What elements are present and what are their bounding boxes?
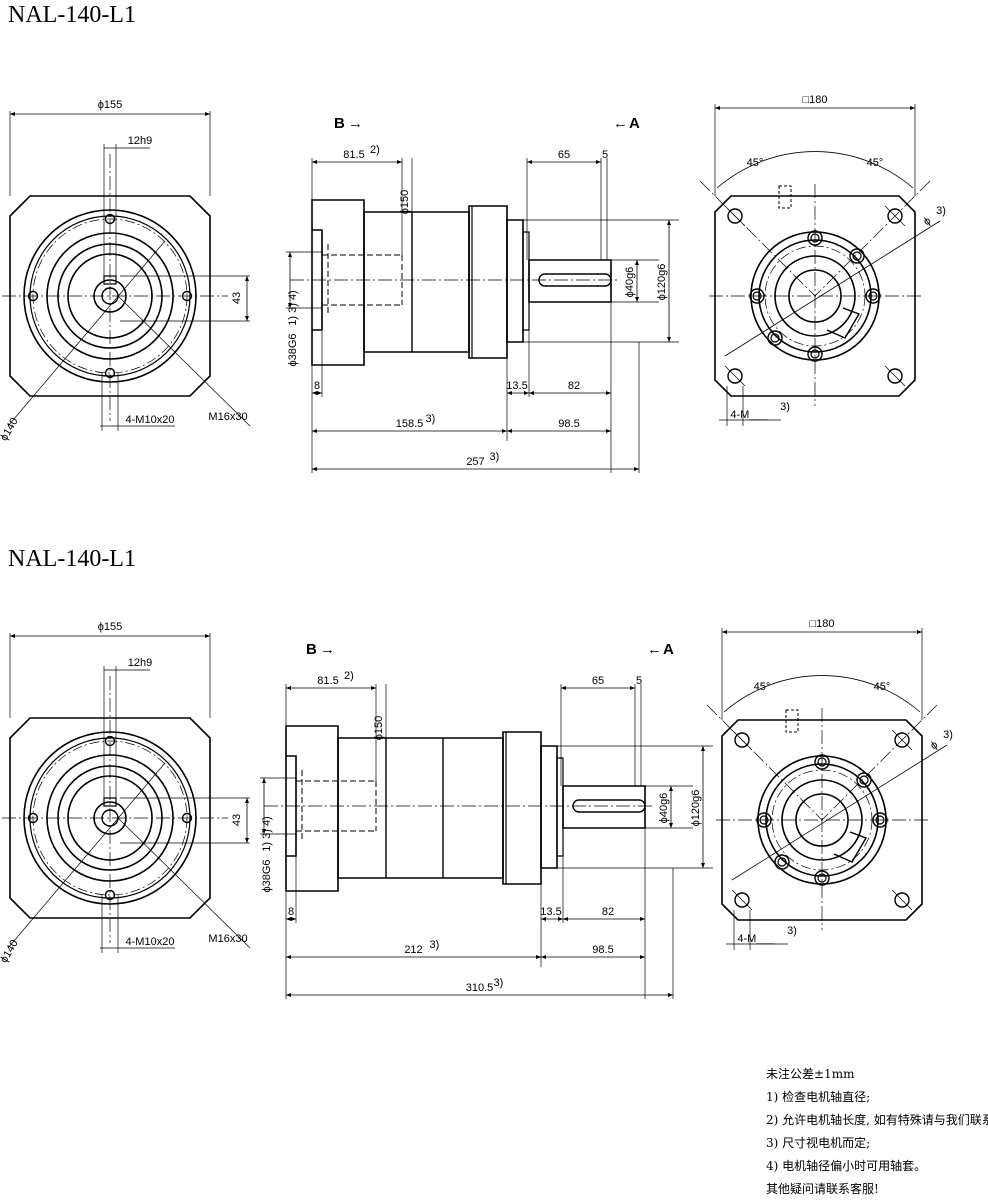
dimension-label: 4-M___ <box>737 933 775 945</box>
dimension-label: ϕ40g6 <box>624 267 636 298</box>
dimension-label: 2) <box>344 670 354 682</box>
note-line: 未注公差±1mm <box>766 1066 855 1081</box>
dimension-label: M16x30 <box>208 411 247 423</box>
dimension-label: 98.5 <box>592 944 613 956</box>
dimension-label: ← <box>647 641 662 658</box>
dimension-label: 5 <box>636 675 642 687</box>
dimension-label: 4-M___ <box>730 409 768 421</box>
dimension-label: 12h9 <box>128 657 152 669</box>
dimension-label: 8 <box>314 380 320 392</box>
dimension-label: → <box>320 641 335 658</box>
dimension-label: 3) <box>490 451 500 463</box>
dimension-label: 65 <box>592 675 604 687</box>
dimension-label: 3) <box>494 977 504 989</box>
dimension-label: 4-M10x20 <box>126 936 175 948</box>
dimension-label: B <box>334 115 345 132</box>
dimension-label: 158.5 <box>396 418 424 430</box>
dimension-label: ϕ38G6 <box>287 333 299 366</box>
rear-flange-outline <box>722 720 922 920</box>
dimension-label: ϕ155 <box>98 621 123 633</box>
dimension-label: M16x30 <box>208 933 247 945</box>
dimension-label: 43 <box>231 814 243 826</box>
dimension-label: 45° <box>754 681 771 693</box>
dimension-label: 5 <box>602 149 608 161</box>
dimension-label: → <box>348 115 363 132</box>
dimension-label: 98.5 <box>558 418 579 430</box>
dimension-label: 257 <box>466 456 484 468</box>
dimension-label: 3) <box>943 729 953 741</box>
dimension-label: ϕ38G6 <box>261 859 273 892</box>
rear-flange-outline <box>715 196 915 396</box>
dimension-label: ϕ120g6 <box>656 264 668 301</box>
dimension-label: 3) <box>936 205 946 217</box>
dimension-label: □180 <box>810 618 835 630</box>
dimension-label: 81.5 <box>343 149 364 161</box>
dimension-label: 43 <box>231 292 243 304</box>
note-line: 4) 电机轴径偏小时可用轴套。 <box>766 1158 926 1173</box>
dimension-label: 45° <box>874 681 891 693</box>
dimension-label: 3) <box>426 413 436 425</box>
dimension-label: 3) <box>780 401 790 413</box>
dimension-label: 13.5 <box>506 380 527 392</box>
dimension-label: 13.5 <box>540 906 561 918</box>
dimension-label: 82 <box>568 380 580 392</box>
dimension-label: 2) <box>370 144 380 156</box>
notes-block: 未注公差±1mm 1) 检查电机轴直径; 2) 允许电机轴长度, 如有特殊请与我们联… <box>766 1066 988 1196</box>
flange-outline <box>10 718 210 918</box>
dimension-label: ϕ150 <box>373 716 385 741</box>
dimension-label: A <box>663 641 674 658</box>
dimension-label: 1) 3) 4) <box>261 816 273 851</box>
dimension-label: ϕ140 <box>0 938 21 965</box>
dimension-label: 3) <box>787 925 797 937</box>
flange-outline <box>10 196 210 396</box>
dimension-label: A <box>629 115 640 132</box>
dimension-label: 1) 3) 4) <box>287 290 299 325</box>
dimension-label: ϕ <box>928 739 940 752</box>
dimension-label: 82 <box>602 906 614 918</box>
dimension-label: B <box>306 641 317 658</box>
dimension-label: 45° <box>867 157 884 169</box>
note-line: 其他疑问请联系客服! <box>766 1181 879 1196</box>
dimension-label: 45° <box>747 157 764 169</box>
dimension-label: ← <box>613 115 628 132</box>
dimension-label: □180 <box>803 94 828 106</box>
dimension-label: 310.5 <box>466 982 494 994</box>
drawing-title: NAL-140-L1 <box>8 2 136 28</box>
dimension-label: 3) <box>430 939 440 951</box>
dimension-label: 12h9 <box>128 135 152 147</box>
note-line: 3) 尺寸视电机而定; <box>766 1135 870 1150</box>
dimension-label: 81.5 <box>317 675 338 687</box>
front-view: ϕ155 12h9 43 ϕ140 4-M10x20 M16x30 <box>0 99 250 443</box>
dimension-label: ϕ140 <box>0 416 21 443</box>
note-line: 2) 允许电机轴长度, 如有特殊请与我们联系; <box>766 1112 988 1127</box>
front-view: ϕ155 12h9 43 ϕ140 4-M10x20 M16x30 <box>0 621 250 965</box>
dimension-label: 212 <box>404 944 422 956</box>
note-line: 1) 检查电机轴直径; <box>766 1089 870 1104</box>
dimension-label: ϕ155 <box>98 99 123 111</box>
drawing-title: NAL-140-L1 <box>8 546 136 572</box>
dimension-label: 4-M10x20 <box>126 414 175 426</box>
dimension-label: 65 <box>558 149 570 161</box>
dimension-label: 8 <box>288 906 294 918</box>
dimension-label: ϕ150 <box>399 190 411 215</box>
dimension-label: ϕ <box>921 215 933 228</box>
dimension-label: ϕ40g6 <box>658 793 670 824</box>
dimension-label: ϕ120g6 <box>690 790 702 827</box>
